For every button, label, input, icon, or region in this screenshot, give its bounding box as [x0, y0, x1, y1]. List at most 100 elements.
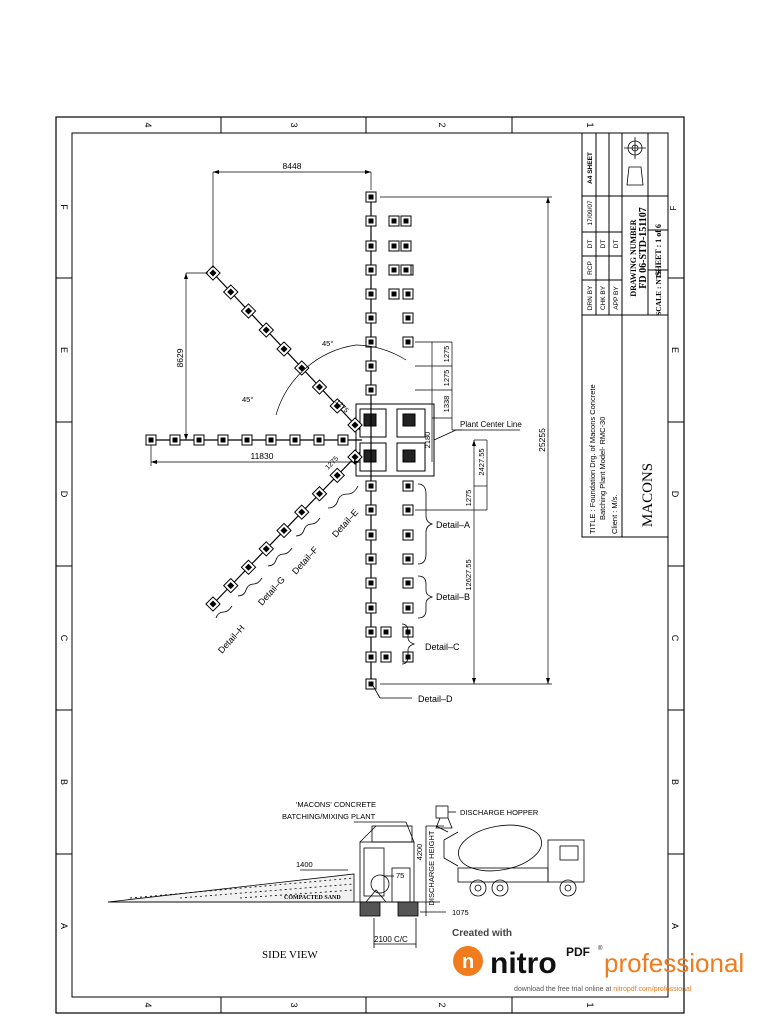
row-label-E-left: E	[59, 347, 69, 353]
rail-pad	[365, 626, 377, 638]
rail-pad	[365, 240, 377, 252]
col-label-4-bottom: 4	[143, 1002, 153, 1007]
upper-diagonal-pad	[347, 417, 363, 433]
side-view-title: SIDE VIEW	[262, 949, 318, 961]
dim-11830: 11830	[250, 451, 273, 461]
nitro-watermark: Created with n nitro PDF ® professional …	[452, 928, 744, 993]
revision-letter: F	[669, 205, 678, 210]
rail-pad	[365, 360, 377, 372]
detail-h-label: Detail–H	[216, 623, 247, 655]
outrigger-pad	[402, 529, 414, 541]
sheet-size: A4 SHEET	[587, 152, 594, 184]
nitro-logo-letter: n	[462, 951, 474, 973]
lower-diagonal-pad	[276, 522, 292, 539]
side-view	[107, 805, 585, 948]
title-line-1: TITLE : Foundation Drg. of Macons Concre…	[588, 384, 597, 534]
compacted-sand-label: COMPACTED SAND	[284, 895, 341, 901]
app-by-label: APP BY	[613, 286, 620, 310]
left-rail-pad	[265, 434, 277, 446]
rail-pad	[365, 480, 377, 492]
row-label-C-right: C	[670, 635, 680, 642]
outrigger-pad	[400, 264, 412, 276]
client-text: Client : M/s.	[610, 494, 619, 534]
rail-pad	[365, 191, 377, 203]
dim-12627: 12627.55	[464, 559, 473, 590]
dim-2180: 2180	[423, 432, 432, 449]
angle-45-b: 45°	[242, 395, 253, 404]
sheet-count: SHEET : 1 of 6	[654, 224, 663, 276]
cc-label: 2100 C/C	[374, 935, 408, 944]
row-label-D-right: D	[670, 491, 680, 498]
chk-by-label: CHK BY	[600, 285, 607, 310]
row-label-F-left: F	[59, 204, 69, 210]
detail-braces-right	[371, 483, 434, 699]
dim-1338: 1338	[442, 396, 451, 413]
detail-braces-diagonal	[215, 485, 359, 619]
plant-center-line-label: Plant Center Line	[460, 420, 522, 429]
drn-by-value: RCP	[587, 261, 594, 275]
watermark-brand-tail: professional	[604, 948, 744, 978]
watermark-download-prefix: download the free trial online at	[514, 986, 611, 993]
company-name: MACONS	[640, 463, 656, 527]
zone-ticks	[56, 117, 684, 1013]
dimension-arrows	[151, 170, 550, 684]
watermark-brand-sup: PDF	[566, 945, 590, 959]
rail-pad	[365, 577, 377, 589]
detail-d-label: Detail–D	[418, 694, 453, 704]
upper-diagonal-pad	[258, 322, 275, 338]
detail-e-label: Detail–E	[330, 507, 360, 539]
projection-symbol-icon	[624, 137, 646, 186]
outer-border	[55, 116, 685, 1014]
inner-border	[71, 132, 669, 998]
upper-diagonal-pad	[276, 341, 292, 357]
outrigger-pad	[402, 504, 414, 516]
title-block-text: A4 SHEET 17/09/07 DT RCP DRN BY DT CHK B…	[587, 152, 678, 534]
outrigger-pad	[402, 577, 414, 589]
drawing-number-label: DRAWING NUMBER	[629, 219, 638, 296]
foundation-pads	[145, 191, 414, 690]
left-rail-pad	[337, 434, 349, 446]
outrigger-pad	[402, 288, 414, 300]
rail-pad	[365, 384, 377, 396]
lower-diagonal-pad	[240, 559, 257, 576]
discharge-height-label: DISCHARGE HEIGHT	[427, 830, 436, 905]
watermark-download-link[interactable]: nitropdf.com/professional	[613, 986, 692, 993]
outrigger-pad	[388, 215, 400, 227]
left-rail-pad	[145, 434, 157, 446]
hopper-label: DISCHARGE HOPPER	[460, 808, 539, 817]
lower-diagonal-pad	[258, 541, 275, 557]
plant-label-line-2: BATCHING/MIXING PLANT	[282, 812, 376, 821]
watermark-registered: ®	[598, 945, 603, 952]
detail-a-label: Detail–A	[436, 520, 470, 530]
outrigger-pad	[380, 626, 392, 638]
left-rail-pad	[241, 434, 253, 446]
angle-45-a: 45°	[322, 339, 333, 348]
left-rail-pad	[217, 434, 229, 446]
row-label-A-left: A	[59, 923, 69, 929]
outrigger-pad	[380, 651, 392, 663]
outrigger-pad	[402, 602, 414, 614]
lower-diagonal-pad	[311, 485, 328, 502]
dt-label-2: DT	[600, 240, 607, 249]
left-rail-pad	[193, 434, 205, 446]
rail-pad	[365, 602, 377, 614]
dim-1275-b: 1275	[442, 370, 451, 387]
scale-text: SCALE : NTS	[654, 270, 663, 316]
rail-pad	[365, 336, 377, 348]
row-label-B-right: B	[670, 779, 680, 785]
lower-diagonal-pad	[222, 577, 239, 594]
dim-1075: 1075	[452, 908, 469, 917]
left-rail-pad	[169, 434, 181, 446]
upper-diagonal-pad	[329, 398, 346, 414]
outrigger-pad	[388, 264, 400, 276]
upper-diagonal-pad	[293, 360, 310, 376]
rail-pad	[365, 312, 377, 324]
rail-pad	[365, 264, 377, 276]
rail-pad	[365, 504, 377, 516]
lower-diagonal-pad	[205, 596, 221, 612]
nitro-logo-icon	[453, 946, 483, 976]
left-rail-pad	[289, 434, 301, 446]
outrigger-pad	[388, 240, 400, 252]
row-label-D-left: D	[59, 491, 69, 498]
